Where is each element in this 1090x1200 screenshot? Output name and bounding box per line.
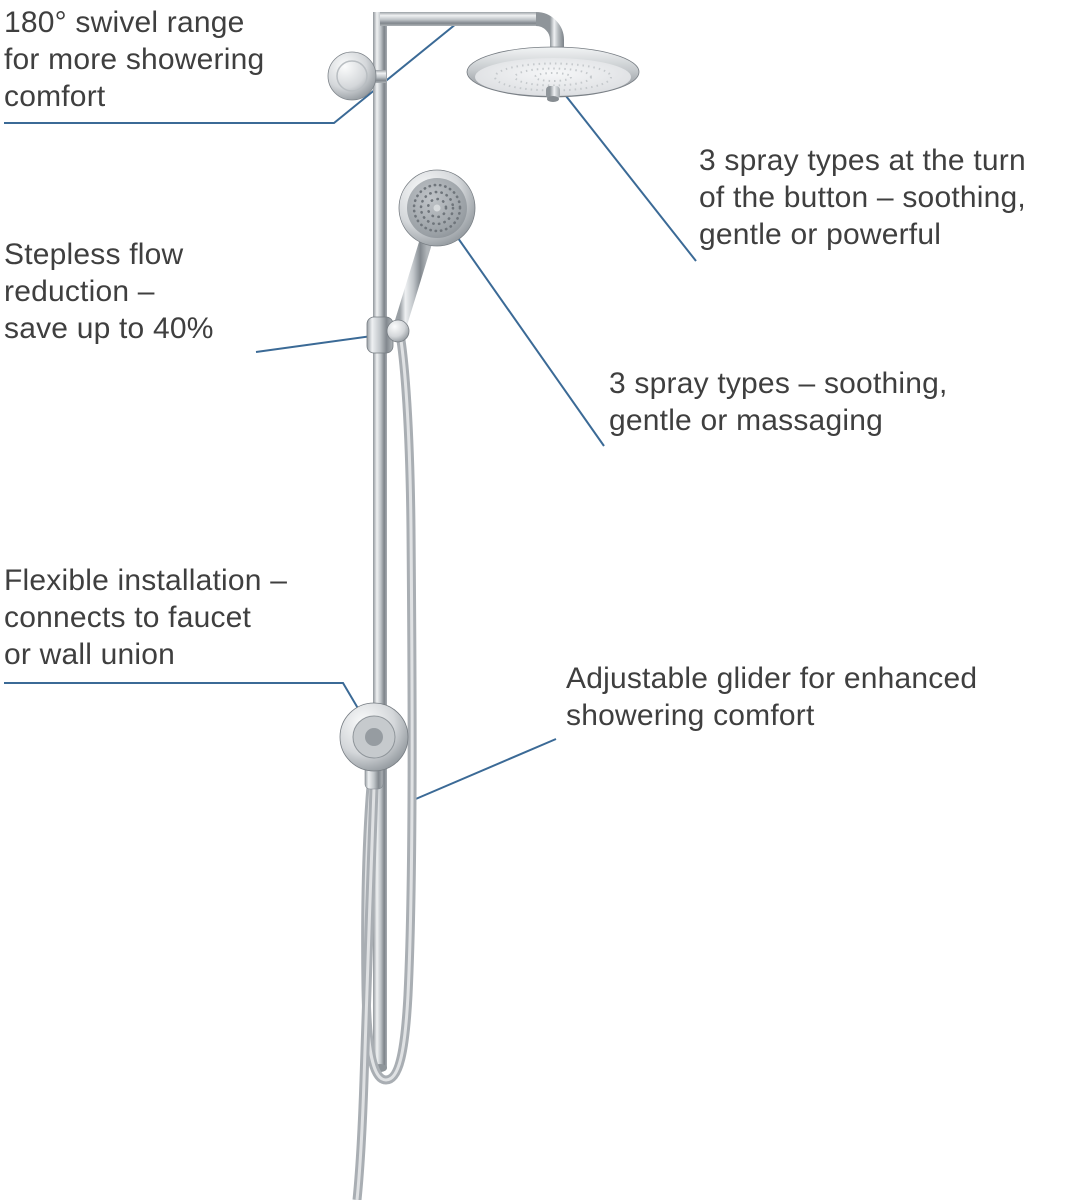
annotation-hand-spray-types: 3 spray types – soothing, gentle or mass… bbox=[609, 367, 948, 437]
annotation-head-spray-types: 3 spray types at the turn of the button … bbox=[699, 144, 1026, 251]
wall-union bbox=[339, 702, 409, 790]
shower-system bbox=[327, 12, 640, 1200]
leader-lines bbox=[4, 14, 697, 802]
shower-rail bbox=[373, 12, 387, 1072]
wall-mount bbox=[327, 51, 386, 101]
leader-adjustable-glider bbox=[410, 738, 557, 802]
shower-arm bbox=[380, 12, 564, 58]
head-nozzle bbox=[546, 86, 560, 99]
leader-hand-spray-types bbox=[445, 220, 605, 447]
hand-shower-handle bbox=[393, 231, 434, 333]
leader-swivel-range bbox=[4, 14, 468, 124]
annotation-adjustable-glider: Adjustable glider for enhanced showering… bbox=[566, 662, 978, 732]
annotation-flexible-installation: Flexible installation – connects to fauc… bbox=[4, 564, 288, 671]
supply-hose bbox=[352, 787, 379, 1200]
hand-shower bbox=[386, 169, 476, 343]
glider-cradle bbox=[386, 319, 410, 343]
leader-flexible-installation bbox=[4, 682, 370, 728]
annotation-flow-reduction: Stepless flow reduction – save up to 40% bbox=[4, 238, 214, 345]
leader-head-spray-types bbox=[565, 95, 697, 262]
annotation-swivel-range: 180° swivel range for more showering com… bbox=[4, 6, 265, 113]
rain-shower-head bbox=[466, 46, 640, 102]
